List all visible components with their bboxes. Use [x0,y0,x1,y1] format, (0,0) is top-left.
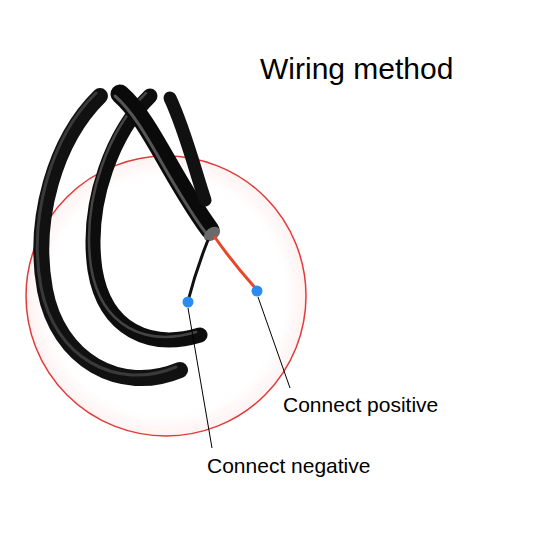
leader-line [258,297,290,388]
cable-end [201,224,223,244]
magnifier-circle [26,156,306,436]
cable-coils [37,93,210,378]
black-wire [188,240,208,301]
diagram-title: Wiring method [260,52,453,85]
wire-label: Connect negative [207,454,370,477]
red-wire [214,236,257,290]
positive-terminal-dot [252,286,263,297]
negative-terminal-dot [183,297,194,308]
leader-line [188,308,212,448]
wire-label: Connect positive [283,393,438,416]
